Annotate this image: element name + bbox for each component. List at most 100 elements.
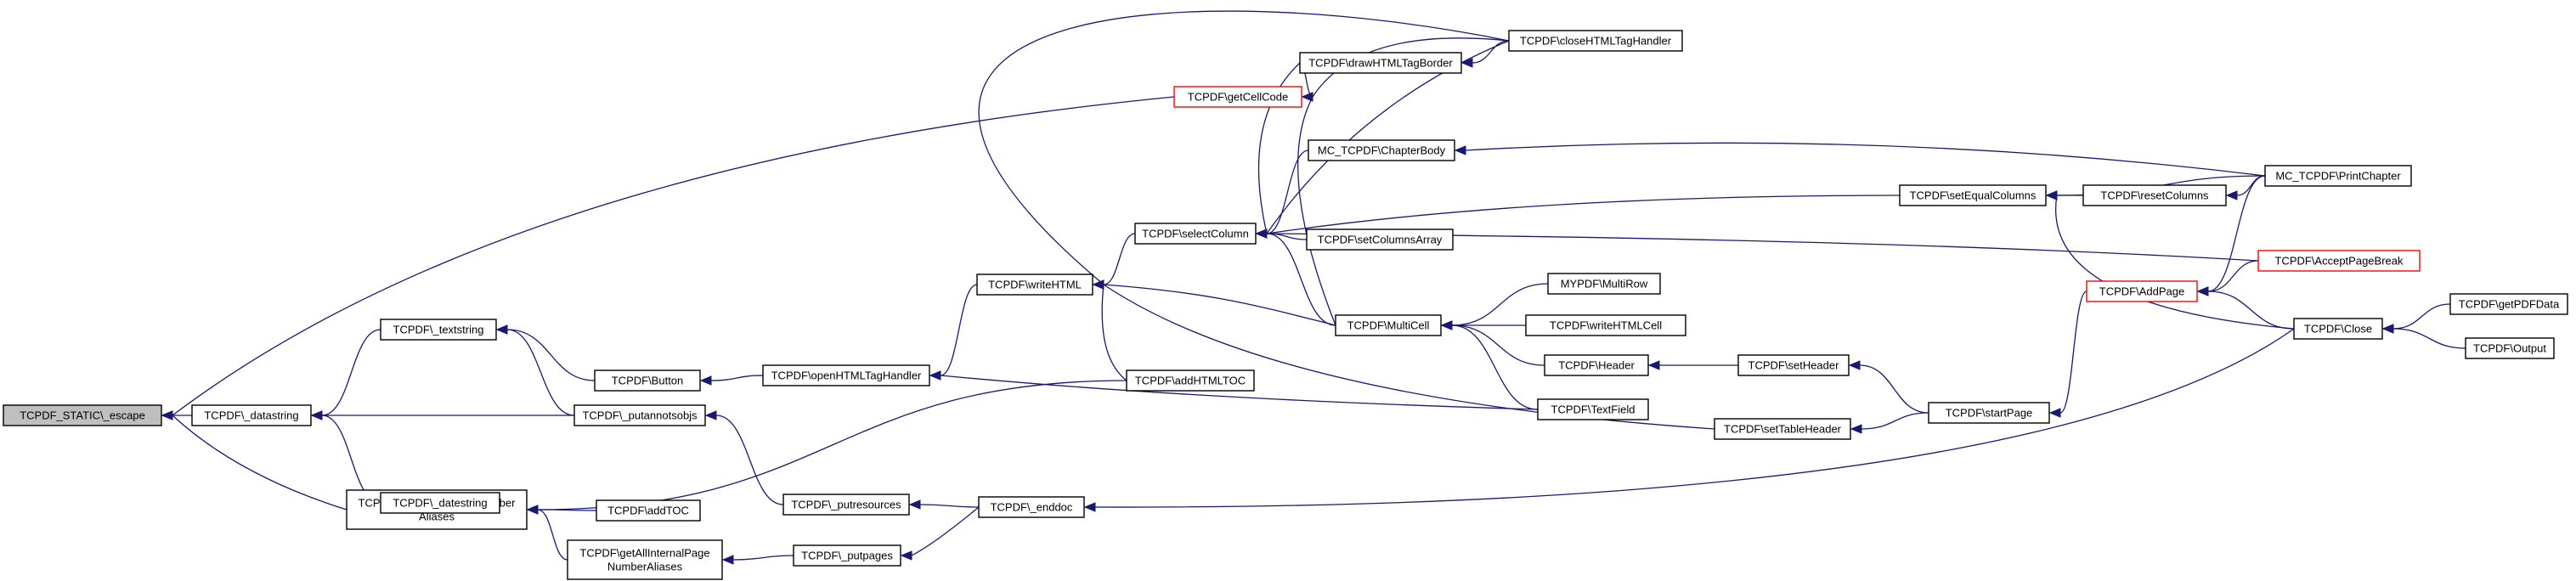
arrowhead (900, 550, 912, 561)
node-label: TCPDF\Output (2473, 342, 2546, 355)
node-box (1544, 354, 1649, 376)
edge-n22-to-n20 (1451, 283, 1549, 326)
node-tcpdf-header[interactable]: TCPDF\Header (1544, 354, 1649, 376)
node-label: TCPDF\_datestring (393, 497, 487, 510)
node-label: TCPDF\_enddoc (991, 501, 1073, 514)
node-box (1306, 228, 1454, 251)
arrowhead (495, 324, 508, 335)
node-tcpdf-drawhtmltagborder[interactable]: TCPDF\drawHTMLTagBorder (1299, 52, 1462, 74)
edge-n5-to-n4 (506, 329, 575, 416)
edge-n21-to-n12 (978, 10, 1510, 285)
node-tcpdf-datestring[interactable]: TCPDF\_datestring (380, 492, 500, 514)
edge-n9-to-n2 (537, 509, 568, 561)
node-tcpdf-resetcolumns[interactable]: TCPDF\resetColumns (2082, 184, 2227, 206)
node-tcpdf-close[interactable]: TCPDF\Close (2293, 318, 2383, 340)
edge-n24-to-n20 (1451, 324, 1545, 366)
node-tcpdf-acceptpagebreak[interactable]: TCPDF\AcceptPageBreak (2257, 250, 2421, 272)
edge-n21-to-n17 (1472, 40, 1510, 64)
edge-n7-to-n12 (1101, 284, 1127, 381)
node-tcpdf-writehtml[interactable]: TCPDF\writeHTML (976, 274, 1093, 296)
arrowhead (526, 505, 539, 515)
edge-n32-to-n18 (1465, 142, 2266, 177)
node-label: TCPDF_STATIC\_escape (20, 409, 145, 422)
node-label: MYPDF\MultiRow (1561, 278, 1648, 290)
node-tcpdf-multicell[interactable]: TCPDF\MultiCell (1335, 314, 1442, 336)
node-tcpdf-enddoc[interactable]: TCPDF\_enddoc (978, 496, 1085, 518)
arrowhead (2045, 190, 2058, 200)
edge-n21-to-n3 (1312, 37, 1510, 98)
node-tcpdf-textstring[interactable]: TCPDF\_textstring (380, 319, 497, 341)
node-tcpdf-closehtmltaghandler[interactable]: TCPDF\closeHTMLTagHandler (1508, 30, 1683, 52)
edge-n20-to-n3 (1297, 96, 1336, 326)
node-box (380, 319, 497, 341)
node-tcpdf-writehtmlcell[interactable]: TCPDF\writeHTMLCell (1525, 314, 1686, 336)
arrowhead (161, 410, 173, 420)
node-tcpdf-settableheader[interactable]: TCPDF\setTableHeader (1714, 418, 1851, 440)
node-label: NumberAliases (607, 561, 683, 573)
edge-n32-to-n31 (2207, 175, 2266, 292)
node-label: MC_TCPDF\PrintChapter (2275, 170, 2401, 183)
arrowhead (2196, 286, 2209, 296)
edge-n7-to-n2 (537, 380, 1127, 510)
node-tcpdf-datastring[interactable]: TCPDF\_datastring (191, 404, 312, 426)
edge-n15-to-n14 (911, 506, 980, 556)
node-tcpdf-setheader[interactable]: TCPDF\setHeader (1737, 354, 1850, 376)
node-mc-tcpdf-chapterbody[interactable]: MC_TCPDF\ChapterBody (1308, 139, 1455, 161)
node-box (573, 404, 706, 426)
node-tcpdf-getcellcode[interactable]: TCPDF\getCellCode (1173, 86, 1302, 108)
edges-layer (161, 10, 2466, 565)
arrowhead (1454, 145, 1466, 155)
edge-n17-to-n16 (1257, 62, 1301, 234)
node-box (380, 492, 500, 514)
node-tcpdf-output[interactable]: TCPDF\Output (2465, 337, 2555, 359)
node-tcpdf-selectcolumn[interactable]: TCPDF\selectColumn (1134, 223, 1257, 245)
node-label: TCPDF\_putpages (801, 550, 893, 562)
arrowhead (929, 370, 941, 381)
node-label: TCPDF\addHTMLTOC (1135, 375, 1246, 387)
arrowhead (1092, 279, 1104, 290)
arrowhead (1460, 58, 1473, 68)
node-label: TCPDF\getCellCode (1188, 91, 1289, 104)
edge-n20-to-n16 (1266, 233, 1336, 326)
node-tcpdf-startpage[interactable]: TCPDF\startPage (1928, 402, 2050, 424)
node-box (1308, 139, 1455, 161)
arrowhead (310, 410, 323, 420)
node-tcpdf-textfield[interactable]: TCPDF\TextField (1537, 398, 1649, 420)
edge-n18-to-n16 (1266, 149, 1309, 234)
node-box (1737, 354, 1850, 376)
node-tcpdf-putresources[interactable]: TCPDF\_putresources (782, 494, 910, 516)
node-tcpdf-putpages[interactable]: TCPDF\_putpages (793, 544, 901, 567)
node-tcpdf-button[interactable]: TCPDF\Button (594, 369, 701, 392)
node-label: TCPDF\getPDFData (2459, 298, 2560, 311)
arrowhead (1255, 228, 1268, 239)
node-label: TCPDF\setHeader (1748, 359, 1840, 372)
node-label: TCPDF\addTOC (607, 505, 689, 517)
node-box (762, 364, 930, 386)
node-tcpdf-setequalcolumns[interactable]: TCPDF\setEqualColumns (1899, 184, 2047, 206)
node-tcpdf-openhtmltaghandler[interactable]: TCPDF\openHTMLTagHandler (762, 364, 930, 386)
node-box (793, 544, 901, 567)
node-label: TCPDF\_putannotsobjs (582, 409, 698, 422)
node-box (596, 499, 701, 522)
edge-n10-to-n4 (506, 329, 596, 381)
node-box (3, 404, 162, 426)
node-tcpdf-setcolumnsarray[interactable]: TCPDF\setColumnsArray (1306, 228, 1454, 251)
node-box (191, 404, 312, 426)
edge-n12-to-n11 (940, 284, 978, 376)
arrowhead (721, 555, 734, 565)
edge-n28-to-n16 (1266, 195, 1901, 234)
node-mc-tcpdf-printchapter[interactable]: MC_TCPDF\PrintChapter (2264, 165, 2412, 187)
arrowhead (704, 410, 717, 420)
node-tcpdf-addtoc[interactable]: TCPDF\addTOC (596, 499, 701, 522)
node-tcpdf-putannotsobjs[interactable]: TCPDF\_putannotsobjs (573, 404, 706, 426)
node-box (2257, 250, 2421, 272)
node-box (567, 539, 723, 580)
edge-n25-to-n20 (1451, 324, 1539, 410)
node-tcpdf-addhtmltoc[interactable]: TCPDF\addHTMLTOC (1126, 369, 1255, 392)
node-mypdf-multirow[interactable]: MYPDF\MultiRow (1547, 273, 1661, 295)
node-tcpdf-getpdfdata[interactable]: TCPDF\getPDFData (2449, 293, 2568, 315)
node-label: TCPDF\drawHTMLTagBorder (1308, 57, 1453, 70)
edge-n33-to-n31 (2207, 260, 2259, 292)
node-tcpdf-addpage[interactable]: TCPDF\AddPage (2086, 280, 2198, 302)
